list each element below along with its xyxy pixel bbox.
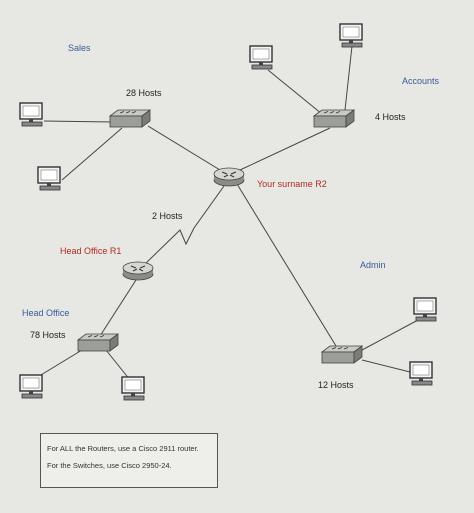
- router-r2-label: Your surname R2: [257, 179, 327, 189]
- head-office-pc-1-icon: [19, 374, 43, 399]
- accounts-label: Accounts: [402, 76, 440, 86]
- instructions-box: For ALL the Routers, use a Cisco 2911 ro…: [40, 433, 218, 488]
- router-r1-icon: [122, 261, 154, 281]
- sales-switch-icon: [109, 109, 151, 128]
- head-office-pc-2-icon: [121, 376, 145, 401]
- link-r2-r1-wan: [143, 185, 225, 266]
- head-office-switch-icon: [77, 333, 119, 352]
- admin-pc-2-icon: [409, 361, 433, 386]
- link-sales-switch-r2: [147, 125, 221, 171]
- accounts-hosts-label: 4 Hosts: [375, 112, 406, 122]
- link-r2-admin-switch: [236, 183, 337, 347]
- router-r1-label: Head Office R1: [60, 246, 122, 256]
- link-pc-acc1-switch: [267, 69, 323, 115]
- sales-pc-1-icon: [19, 102, 43, 127]
- instruction-routers: For ALL the Routers, use a Cisco 2911 ro…: [47, 444, 199, 453]
- admin-hosts-label: 12 Hosts: [318, 380, 354, 390]
- link-r1-ho-switch: [99, 279, 137, 337]
- link-pc-ho1-switch: [35, 349, 83, 379]
- sales-pc-2-icon: [37, 166, 61, 191]
- admin-label: Admin: [360, 260, 386, 270]
- link-pc-acc2-switch: [344, 45, 353, 111]
- sales-hosts-label: 28 Hosts: [126, 88, 162, 98]
- link-admin-switch-pc2: [361, 359, 411, 373]
- link-admin-switch-pc1: [361, 319, 419, 351]
- wan-hosts-label: 2 Hosts: [152, 211, 183, 221]
- link-acc-switch-r2: [239, 127, 331, 171]
- router-r2-icon: [213, 167, 245, 187]
- head-office-label: Head Office: [22, 308, 70, 318]
- admin-pc-1-icon: [413, 297, 437, 322]
- admin-switch-icon: [321, 345, 363, 364]
- link-pc-ho2-switch: [105, 349, 131, 381]
- head-office-hosts-label: 78 Hosts: [30, 330, 66, 340]
- link-pc-sales2-switch: [61, 127, 123, 181]
- accounts-pc-1-icon: [249, 45, 273, 70]
- sales-label: Sales: [68, 43, 91, 53]
- accounts-pc-2-icon: [339, 23, 363, 48]
- accounts-switch-icon: [313, 109, 355, 128]
- instruction-switches: For the Switches, use Cisco 2950-24.: [47, 461, 172, 470]
- link-pc-sales1-switch: [43, 120, 113, 123]
